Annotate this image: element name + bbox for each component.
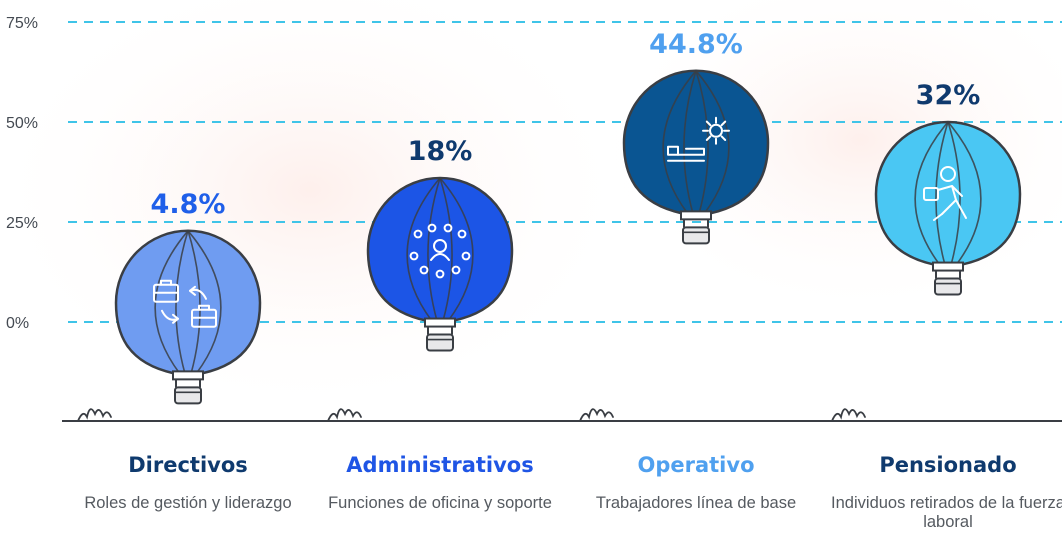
category-label: Directivos [128,453,248,477]
balloon-ropes [175,379,201,388]
value-label: 44.8% [649,29,743,60]
background-watermark [0,0,640,420]
grass-tuft [831,408,866,422]
category-description: Individuos retirados de la fuerza labora… [831,494,1062,531]
balloon-seam [439,177,453,321]
briefcase-swap-icon [153,279,217,328]
balloon-seam [187,230,222,374]
grass-tuft [77,408,112,422]
balloon-seam [935,121,949,265]
balloon-basket [174,386,202,405]
y-tick-label: 75% [6,15,38,32]
category-label: Pensionado [879,453,1017,477]
gear-tool-icon [667,116,730,162]
delivery-person-icon [923,166,967,221]
category-label: Operativo [637,453,755,477]
grass-tuft [579,408,614,422]
balloon-seam [406,177,441,322]
value-label: 32% [916,80,981,111]
category-label: Administrativos [346,453,534,477]
balloon-seam [439,177,474,322]
category-description: Funciones de oficina y soporte [328,494,552,512]
value-label: 18% [408,136,473,167]
balloon-directivos: 4.8% [114,189,262,405]
balloon-basket [682,226,710,245]
balloon-ropes [935,270,961,279]
balloon-administrativos: 18% [366,136,514,352]
balloon-neck [424,317,456,328]
balloon-seam [427,177,441,321]
balloon-basket [426,333,454,352]
y-tick-label: 50% [6,115,38,132]
balloon-envelope [874,120,1022,266]
balloon-neck [680,210,712,221]
balloon-pensionado: 32% [874,80,1022,296]
balloon-ropes [427,326,453,335]
balloon-seam [914,121,949,266]
balloon-seam [683,70,697,214]
category-description: Trabajadores línea de base [595,494,797,512]
ground-line [62,408,1062,422]
balloon-seam [695,70,730,214]
balloon-neck [932,261,964,272]
balloon-envelope [366,176,514,322]
balloon-envelope [622,69,770,215]
grid-layer: 0% 25% 50% 75% [6,15,1062,332]
balloon-seam [947,121,982,266]
balloon-seam [695,70,709,214]
balloon-layer: 4.8% 18% 44.8% 32% [114,29,1022,405]
balloon-operativo: 44.8% [622,29,770,245]
balloon-neck [172,370,204,381]
balloon-envelope [114,229,262,375]
grass-tuft [327,408,362,422]
balloon-basket [934,277,962,296]
team-network-icon [409,223,471,279]
value-label: 4.8% [151,189,226,220]
y-tick-label: 0% [6,315,29,332]
balloon-seam [662,70,697,214]
category-description: Roles de gestión y liderazgo [84,494,292,512]
balloon-seam [187,230,201,374]
balloon-ropes [683,219,709,228]
y-tick-label: 25% [6,215,38,232]
